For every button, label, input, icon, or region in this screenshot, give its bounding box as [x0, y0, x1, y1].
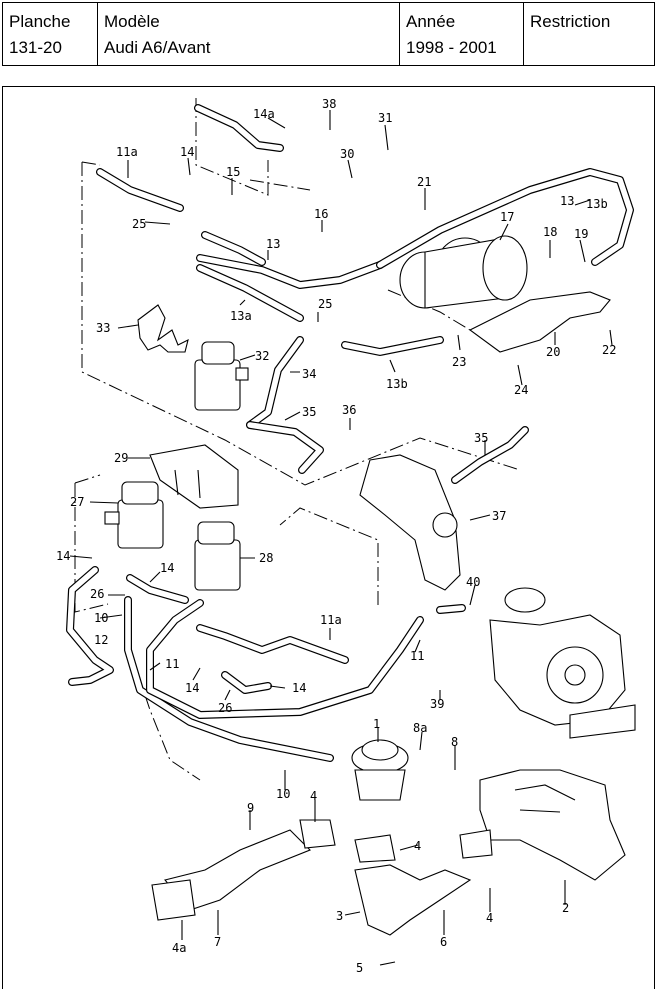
boundary-outlines: [74, 98, 521, 781]
callout-label: 1: [373, 717, 380, 731]
callout-label: 34: [302, 367, 316, 381]
header-cell-planche: Planche 131-20: [3, 3, 98, 65]
annee-value: 1998 - 2001: [406, 38, 497, 57]
callout-label: 20: [546, 345, 560, 359]
egr-pipe-3: [354, 864, 472, 936]
callout-label: 10: [94, 611, 108, 625]
callout-label: 21: [417, 175, 431, 189]
callout-label: 24: [514, 383, 528, 397]
callout-label: 15: [226, 165, 240, 179]
restriction-label: Restriction: [530, 12, 611, 31]
solenoid-valve-28: [194, 521, 241, 591]
callout-labels: 14a 38 31 11a 14 15 30 21 13 13b 25 16 1…: [56, 97, 616, 975]
callout-label: 40: [466, 575, 480, 589]
callout-label: 17: [500, 210, 514, 224]
callout-label: 2: [562, 901, 569, 915]
cover-29: [149, 444, 239, 509]
callout-label: 14: [292, 681, 306, 695]
callout-label: 22: [602, 343, 616, 357]
callout-label: 19: [574, 227, 588, 241]
callout-label: 5: [356, 961, 363, 975]
callout-label: 37: [492, 509, 506, 523]
callout-label: 14a: [253, 107, 275, 121]
callout-label: 13b: [586, 197, 608, 211]
callout-label: 4: [414, 839, 421, 853]
header-cell-modele: Modèle Audi A6/Avant: [98, 3, 400, 65]
solenoid-valve-32: [194, 341, 249, 411]
callout-label: 14: [180, 145, 194, 159]
modele-label: Modèle: [104, 12, 160, 31]
callout-label: 36: [342, 403, 356, 417]
solenoid-valve-27: [104, 481, 164, 549]
leader-lines: [69, 110, 613, 966]
callout-label: 27: [70, 495, 84, 509]
callout-label: 12: [94, 633, 108, 647]
vacuum-canister-17: [399, 235, 528, 309]
callout-label: 31: [378, 111, 392, 125]
callout-label: 32: [255, 349, 269, 363]
callout-label: 13a: [230, 309, 252, 323]
callout-label: 13: [560, 194, 574, 208]
callout-label: 39: [430, 697, 444, 711]
callout-label: 38: [322, 97, 336, 111]
planche-label: Planche: [9, 12, 71, 31]
callout-label: 33: [96, 321, 110, 335]
callout-label: 4: [486, 911, 493, 925]
callout-label: 25: [132, 217, 146, 231]
diagram-frame: [2, 86, 655, 989]
callout-label: 11: [165, 657, 179, 671]
modele-value: Audi A6/Avant: [104, 38, 211, 57]
header-cell-restriction: Restriction: [524, 3, 654, 65]
intake-pipe-37: [359, 454, 461, 591]
callout-label: 26: [218, 701, 232, 715]
callout-label: 16: [314, 207, 328, 221]
callout-label: 8a: [413, 721, 427, 735]
callout-label: 13b: [386, 377, 408, 391]
annee-label: Année: [406, 12, 456, 31]
callout-label: 4: [310, 789, 317, 803]
gaskets-4: [151, 819, 493, 921]
callout-label: 14: [160, 561, 174, 575]
callout-label: 3: [336, 909, 343, 923]
turbocharger: [489, 587, 636, 739]
egr-pipe-7: [164, 829, 311, 911]
callout-label: 23: [452, 355, 466, 369]
callout-label: 18: [543, 225, 557, 239]
bracket-20: [468, 291, 611, 353]
planche-value: 131-20: [9, 38, 62, 57]
callout-label: 11a: [116, 145, 138, 159]
callout-label: 25: [318, 297, 332, 311]
callout-label: 11a: [320, 613, 342, 627]
callout-label: 8: [451, 735, 458, 749]
callout-label: 35: [474, 431, 488, 445]
callout-label: 29: [114, 451, 128, 465]
callout-label: 4a: [172, 941, 186, 955]
callout-label: 6: [440, 935, 447, 949]
callout-label: 35: [302, 405, 316, 419]
callout-label: 7: [214, 935, 221, 949]
callout-label: 10: [276, 787, 290, 801]
egr-valve-1: [351, 739, 409, 801]
callout-label: 28: [259, 551, 273, 565]
bracket-33: [137, 304, 189, 353]
callout-label: 13: [266, 237, 280, 251]
callout-label: 14: [56, 549, 70, 563]
callout-label: 14: [185, 681, 199, 695]
vacuum-hoses: [66, 104, 634, 762]
exhaust-manifold-2: [479, 769, 626, 881]
header-cell-annee: Année 1998 - 2001: [400, 3, 524, 65]
callout-label: 26: [90, 587, 104, 601]
header-table: Planche 131-20 Modèle Audi A6/Avant Anné…: [2, 2, 655, 66]
callout-label: 30: [340, 147, 354, 161]
callout-label: 11: [410, 649, 424, 663]
callout-label: 9: [247, 801, 254, 815]
